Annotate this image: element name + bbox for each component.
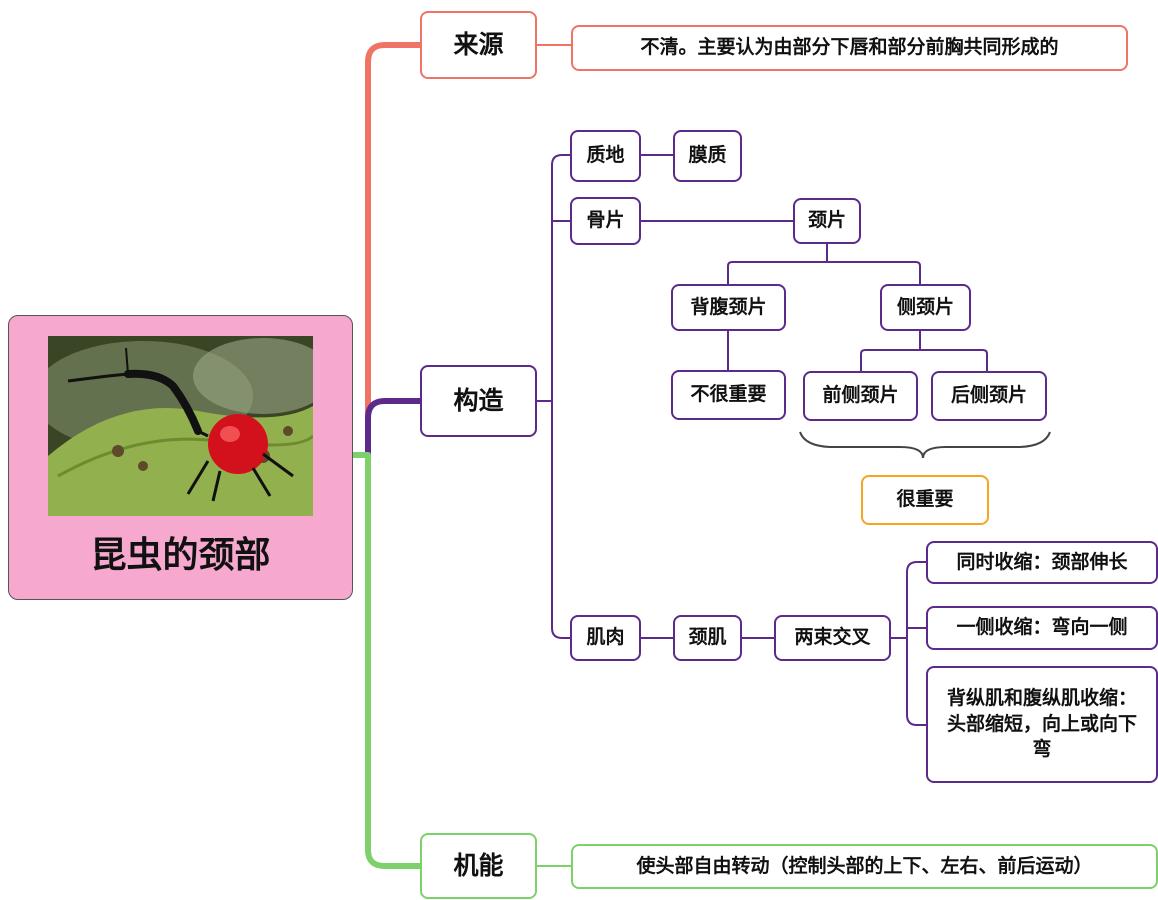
very-important-node[interactable]: 很重要	[861, 475, 989, 525]
neck-plate-node[interactable]: 颈片	[793, 198, 861, 244]
function-branch-line	[352, 452, 423, 869]
membranous-node[interactable]: 膜质	[673, 130, 742, 182]
structure-branch-line	[352, 398, 423, 458]
root-title: 昆虫的颈部	[90, 535, 271, 576]
lateral-plate-node[interactable]: 侧颈片	[880, 284, 971, 331]
crossing-bundles-node[interactable]: 两束交叉	[774, 615, 891, 661]
texture-node[interactable]: 质地	[570, 130, 641, 182]
neck-muscle-node[interactable]: 颈肌	[673, 615, 742, 661]
neck-plate-split-line	[727, 244, 921, 284]
sclerite-node[interactable]: 骨片	[570, 197, 641, 245]
root-topic[interactable]: 昆虫的颈部	[8, 315, 353, 600]
group-brace	[799, 431, 1051, 459]
source-branch-line	[352, 42, 423, 458]
anterior-lateral-plate-node[interactable]: 前侧颈片	[803, 371, 918, 421]
structure-node[interactable]: 构造	[420, 365, 537, 437]
not-important-node[interactable]: 不很重要	[671, 370, 786, 420]
lateral-split-line	[860, 331, 988, 371]
muscle-effect-item[interactable]: 背纵肌和腹纵肌收缩：头部缩短，向上或向下弯	[926, 666, 1158, 783]
muscle-effect-item[interactable]: 一侧收缩：弯向一侧	[926, 606, 1158, 650]
crossing-split-line	[891, 561, 926, 726]
posterior-lateral-plate-node[interactable]: 后侧颈片	[931, 371, 1047, 421]
structure-trunk-line	[537, 154, 570, 639]
function-node[interactable]: 机能	[420, 833, 537, 899]
source-detail-node[interactable]: 不清。主要认为由部分下唇和部分前胸共同形成的	[571, 25, 1128, 71]
function-detail-node[interactable]: 使头部自由转动（控制头部的上下、左右、前后运动）	[571, 844, 1158, 889]
muscle-effect-item[interactable]: 同时收缩：颈部伸长	[926, 541, 1158, 584]
beetle-photo	[48, 336, 313, 516]
source-node[interactable]: 来源	[420, 11, 537, 79]
dorsoventral-plate-node[interactable]: 背腹颈片	[671, 284, 786, 331]
muscle-node[interactable]: 肌肉	[570, 615, 641, 661]
